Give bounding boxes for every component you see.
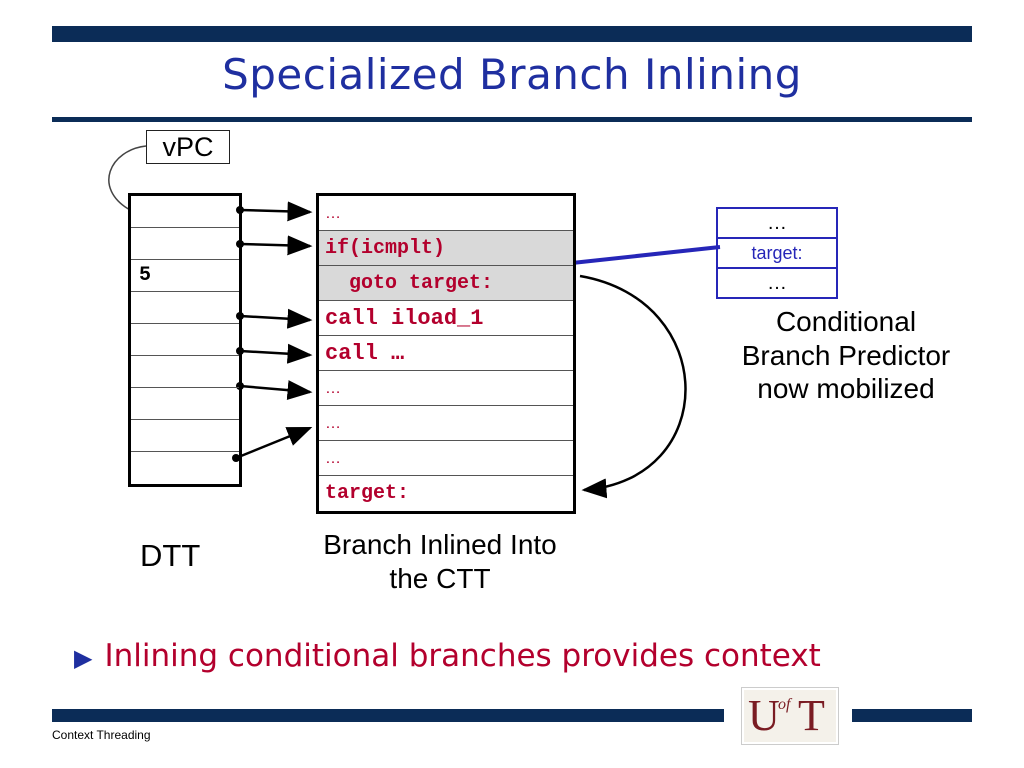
bullet-point: ▶ Inlining conditional branches provides … [74,638,821,674]
logo-of: of [778,696,791,713]
ctt-caption: Branch Inlined Into the CTT [323,529,557,594]
dtt-cell [131,292,239,324]
dtt-cell [131,324,239,356]
ctt-cell: … [319,371,573,406]
bullet-text: Inlining conditional branches provides c… [104,638,821,674]
dtt-cell [131,452,239,484]
dtt-cell [131,196,239,228]
vpc-box: vPC [146,130,230,164]
dtt-caption: DTT [140,538,201,573]
predictor-cell: … [718,209,836,239]
ctt-cell-branch: if(icmplt) [319,231,573,266]
ctt-cell: … [319,406,573,441]
arrow-row-6 [239,380,313,401]
footer-text: Context Threading [52,728,151,742]
dtt-cell [131,388,239,420]
ctt-table: … if(icmplt) goto target: call iload_1 c… [316,193,576,514]
ctt-cell-target: target: [325,482,410,505]
dtt-cell [131,420,239,452]
dtt-to-ctt-arrows [235,201,313,460]
predictor-cell: … [767,272,787,294]
ctt-cell: call … [319,336,573,371]
ctt-cell-goto: goto target: [319,266,573,301]
branch-jump-curve [579,274,687,499]
predictor-cell-target: target: [718,239,836,269]
top-bar [52,26,972,42]
ctt-cell: … [319,441,573,476]
logo-u: U [748,691,780,740]
bottom-bar-left [52,709,724,722]
arrow-row-8 [235,426,313,460]
predictor-caption: Conditional Branch Predictor now mobiliz… [741,306,951,405]
dtt-table: 5 [128,193,242,487]
page-title: Specialized Branch Inlining [222,50,802,99]
ctt-cell: call iload_1 [319,301,573,336]
vpc-pointer-curve [108,145,147,211]
arrow-row-2 [239,235,313,256]
predictor-table: … target: … [716,207,838,299]
bottom-bar-right [852,709,972,722]
logo-t: T [798,691,825,740]
arrow-row-5 [239,343,313,364]
arrow-row-1 [239,201,313,222]
predictor-link [571,245,721,265]
title-rule [52,117,972,122]
dtt-cell [131,356,239,388]
dtt-cell [131,228,239,260]
arrow-row-4 [239,308,313,329]
university-logo: U of T [742,688,838,744]
bullet-triangle-icon: ▶ [74,644,93,672]
dtt-cell: 5 [131,260,239,292]
ctt-cell: … [319,196,573,231]
